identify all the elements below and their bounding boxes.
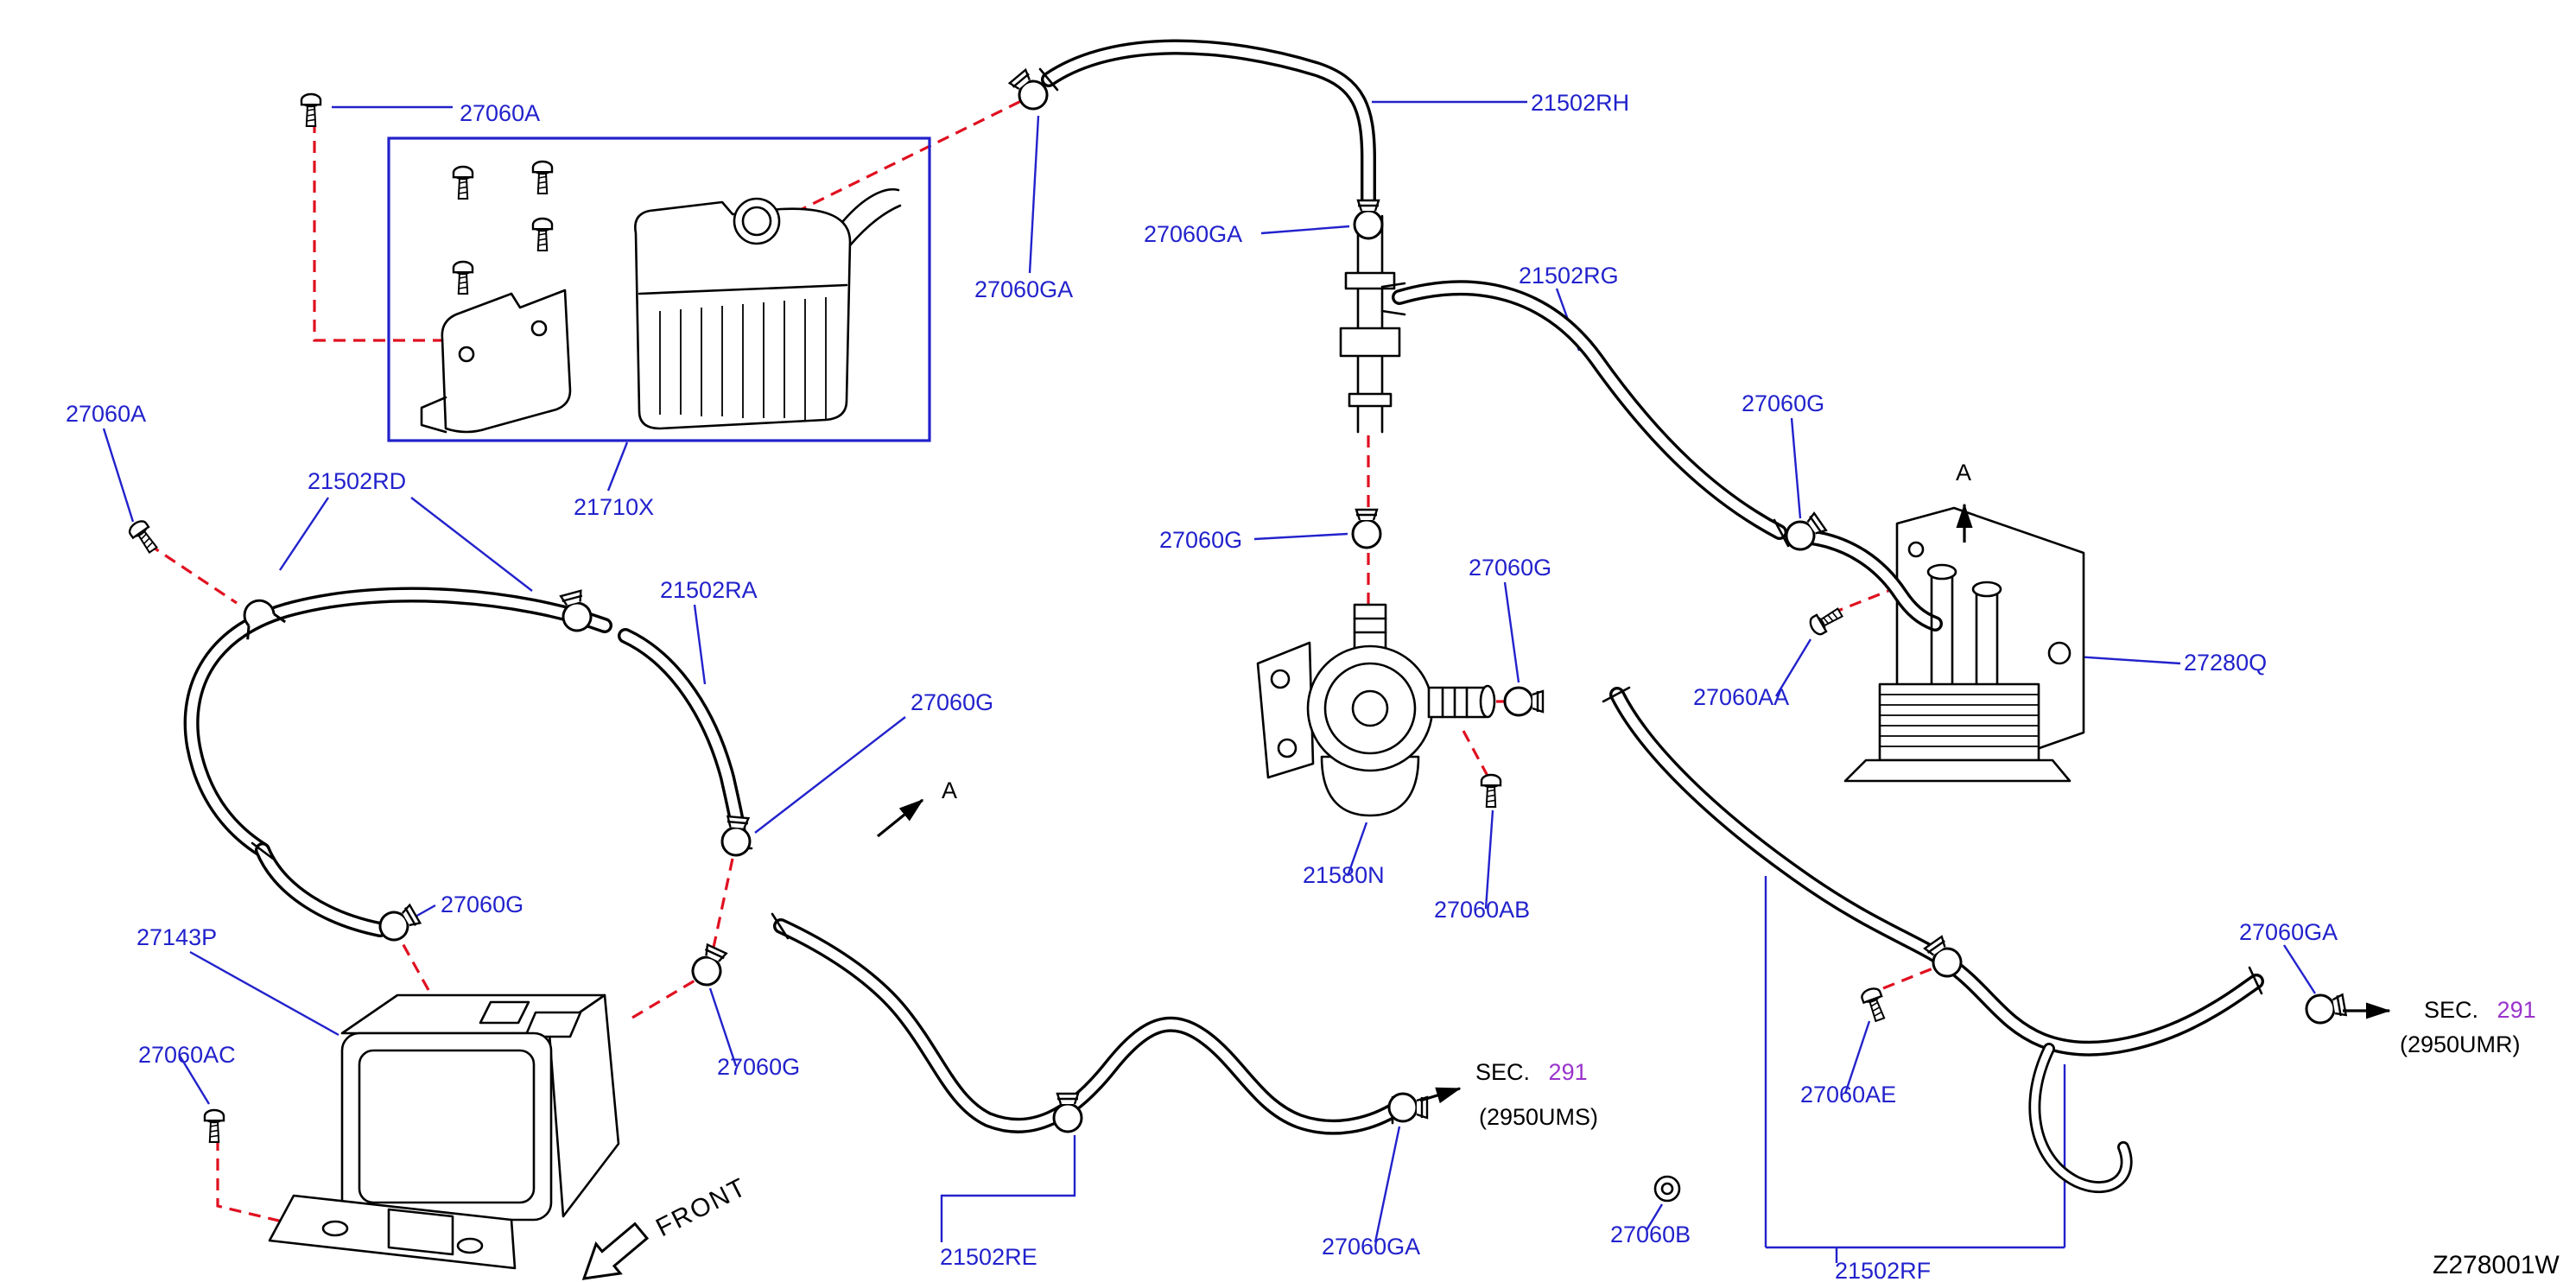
- screw-icon: [452, 260, 474, 295]
- part-callouts: 27060A 21502RH 27060GA 27060GA 21502RG 2…: [66, 90, 2338, 1282]
- part-label-21502RH[interactable]: 21502RH: [1531, 90, 1629, 116]
- sec-label: SEC.: [1475, 1059, 1530, 1085]
- clamp-27060G-3: [1780, 509, 1830, 556]
- hose-21502RF: [1602, 686, 2262, 1049]
- clamp-27060G-6: [373, 900, 423, 947]
- part-label-27060AC[interactable]: 27060AC: [138, 1042, 236, 1068]
- sec-label: SEC.: [2424, 997, 2478, 1023]
- part-label-27060G-3[interactable]: 27060G: [1469, 555, 1551, 581]
- clamp-27060G-5: [687, 942, 731, 991]
- part-label-27060GA-2[interactable]: 27060GA: [1144, 221, 1242, 247]
- hose-21502RE: [771, 912, 1393, 1127]
- svg-text:SEC. 291: SEC. 291: [2424, 997, 2536, 1023]
- hose-21502RH: [1038, 47, 1368, 207]
- assembly-dash-lines: [148, 98, 1936, 1232]
- part-label-27060G-4[interactable]: 27060G: [910, 689, 993, 715]
- part-label-27060G-1[interactable]: 27060G: [1742, 390, 1824, 416]
- reservoir-assembly-box-21710X: [387, 136, 931, 442]
- clamp-27060GA-4: [2302, 989, 2348, 1027]
- clamp-27060GA-3: [1387, 1092, 1429, 1123]
- part-label-21710X[interactable]: 21710X: [574, 494, 654, 520]
- sec-subref: (2950UMR): [2400, 1031, 2521, 1057]
- hose-21502RD: [192, 595, 605, 930]
- water-pump-21580N: [1256, 603, 1496, 817]
- part-label-21580N[interactable]: 21580N: [1303, 862, 1385, 888]
- clamp-27060GA-2: [1353, 199, 1384, 240]
- front-label: FRONT: [651, 1172, 752, 1242]
- callout-leader-lines: [102, 100, 2317, 1263]
- view-label-a: A: [942, 777, 957, 803]
- view-arrow-a-2: A: [1956, 460, 1973, 543]
- part-label-27060A-1[interactable]: 27060A: [460, 100, 540, 126]
- canister-27143P: [268, 993, 620, 1270]
- part-label-21502RD[interactable]: 21502RD: [308, 468, 406, 494]
- section-ref-2950UMS[interactable]: SEC. 291 (2950UMS): [1419, 1059, 1598, 1130]
- clamp-27060G-4: [720, 815, 753, 858]
- part-label-27060GA-3[interactable]: 27060GA: [2239, 919, 2338, 945]
- screw-icon: [531, 160, 554, 195]
- part-label-27060GA-1[interactable]: 27060GA: [974, 276, 1073, 302]
- part-label-27060G-6[interactable]: 27060G: [717, 1054, 800, 1080]
- part-label-21502RA[interactable]: 21502RA: [660, 577, 758, 603]
- part-label-27060AA[interactable]: 27060AA: [1693, 684, 1789, 710]
- part-label-27060GA-4[interactable]: 27060GA: [1322, 1234, 1420, 1260]
- sec-number[interactable]: 291: [1549, 1059, 1588, 1085]
- clamp-27060G-2: [1503, 686, 1545, 717]
- screw-icon: [452, 165, 474, 200]
- part-label-27143P[interactable]: 27143P: [136, 924, 217, 950]
- hose-21502RG: [1399, 288, 1790, 548]
- part-label-21502RE[interactable]: 21502RE: [940, 1244, 1037, 1270]
- front-direction-arrow: FRONT: [581, 1172, 752, 1280]
- part-label-21502RF[interactable]: 21502RF: [1835, 1258, 1931, 1282]
- part-label-27060AE[interactable]: 27060AE: [1800, 1082, 1896, 1107]
- sec-number[interactable]: 291: [2497, 997, 2536, 1023]
- screw-27060AC: [203, 1108, 225, 1144]
- part-label-21502RG[interactable]: 21502RG: [1519, 263, 1619, 289]
- part-label-27060G-2[interactable]: 27060G: [1159, 527, 1242, 553]
- section-arrow-icon: [1419, 1087, 1462, 1104]
- hose-support-strap: [2034, 1049, 2126, 1187]
- reservoir-bracket: [420, 289, 572, 434]
- part-label-27060A-2[interactable]: 27060A: [66, 401, 146, 427]
- part-label-27060B[interactable]: 27060B: [1610, 1222, 1691, 1247]
- water-pipe-assembly: [1339, 214, 1406, 434]
- screw-27060AB: [1480, 773, 1502, 809]
- sec-subref: (2950UMS): [1479, 1104, 1598, 1130]
- heat-exchanger-27280Q: [1811, 506, 2085, 783]
- screw-27060AE: [1859, 985, 1890, 1025]
- view-label-a: A: [1956, 460, 1971, 486]
- part-label-27060AB[interactable]: 27060AB: [1434, 897, 1530, 923]
- assembly-boundary-box: [387, 136, 931, 442]
- grommet-27060B: [1653, 1175, 1681, 1203]
- part-label-27280Q[interactable]: 27280Q: [2184, 650, 2267, 676]
- drawing-id: Z278001W: [2433, 1251, 2560, 1279]
- screw-27060A-1: [300, 92, 322, 128]
- hose-clamp: [1052, 1092, 1083, 1133]
- front-arrow-icon: [581, 1222, 650, 1280]
- svg-text:SEC. 291: SEC. 291: [1475, 1059, 1588, 1085]
- reservoir-cap: [733, 197, 781, 245]
- clamp-27060G-1: [1351, 508, 1382, 549]
- section-ref-2950UMR[interactable]: SEC. 291 (2950UMR): [2343, 997, 2536, 1057]
- screw-icon: [531, 217, 554, 252]
- part-label-27060G-5[interactable]: 27060G: [441, 892, 523, 917]
- reservoir-tank-21710X: [634, 187, 902, 430]
- view-arrow-a-1: A: [876, 777, 957, 838]
